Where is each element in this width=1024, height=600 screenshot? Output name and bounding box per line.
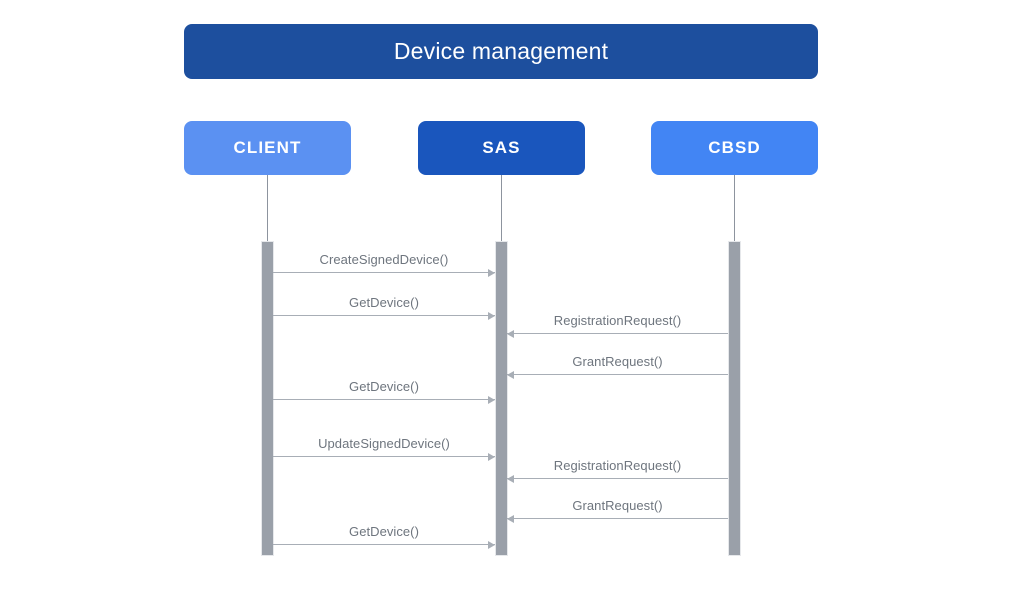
message-line bbox=[273, 399, 495, 400]
message-line bbox=[273, 272, 495, 273]
participant-label: CLIENT bbox=[233, 138, 302, 157]
message-line bbox=[507, 478, 728, 479]
message-arrowhead-right-icon bbox=[488, 311, 495, 320]
message-label: RegistrationRequest() bbox=[553, 458, 682, 473]
message-line bbox=[507, 333, 728, 334]
message-line bbox=[273, 315, 495, 316]
message-line bbox=[507, 374, 728, 375]
message-label: CreateSignedDevice() bbox=[319, 252, 449, 267]
diagram-title-text: Device management bbox=[393, 38, 609, 64]
activation-bar-sas bbox=[495, 241, 508, 556]
lifeline-sas bbox=[501, 175, 502, 241]
message-label: GrantRequest() bbox=[572, 498, 663, 513]
activation-bar-client bbox=[261, 241, 274, 556]
lifeline-client bbox=[267, 175, 268, 241]
message-label: UpdateSignedDevice() bbox=[318, 436, 450, 451]
activation-bar-cbsd bbox=[728, 241, 741, 556]
message-line bbox=[507, 518, 728, 519]
message-arrowhead-left-icon bbox=[507, 329, 514, 338]
message-arrowhead-right-icon bbox=[488, 540, 495, 549]
message-arrowhead-left-icon bbox=[507, 474, 514, 483]
participant-box-cbsd[interactable]: CBSD bbox=[651, 121, 818, 175]
message-label: RegistrationRequest() bbox=[553, 313, 682, 328]
participant-label: SAS bbox=[482, 138, 521, 157]
message-arrowhead-right-icon bbox=[488, 268, 495, 277]
message-label: GetDevice() bbox=[349, 379, 419, 394]
message-label: GrantRequest() bbox=[572, 354, 663, 369]
participant-box-sas[interactable]: SAS bbox=[418, 121, 585, 175]
message-label: GetDevice() bbox=[349, 524, 419, 539]
lifeline-cbsd bbox=[734, 175, 735, 241]
participant-label: CBSD bbox=[708, 138, 761, 157]
participant-box-client[interactable]: CLIENT bbox=[184, 121, 351, 175]
diagram-title-banner: Device management bbox=[184, 24, 818, 79]
message-line bbox=[273, 456, 495, 457]
message-line bbox=[273, 544, 495, 545]
message-arrowhead-left-icon bbox=[507, 370, 514, 379]
message-arrowhead-right-icon bbox=[488, 395, 495, 404]
message-arrowhead-left-icon bbox=[507, 514, 514, 523]
message-arrowhead-right-icon bbox=[488, 452, 495, 461]
message-label: GetDevice() bbox=[349, 295, 419, 310]
